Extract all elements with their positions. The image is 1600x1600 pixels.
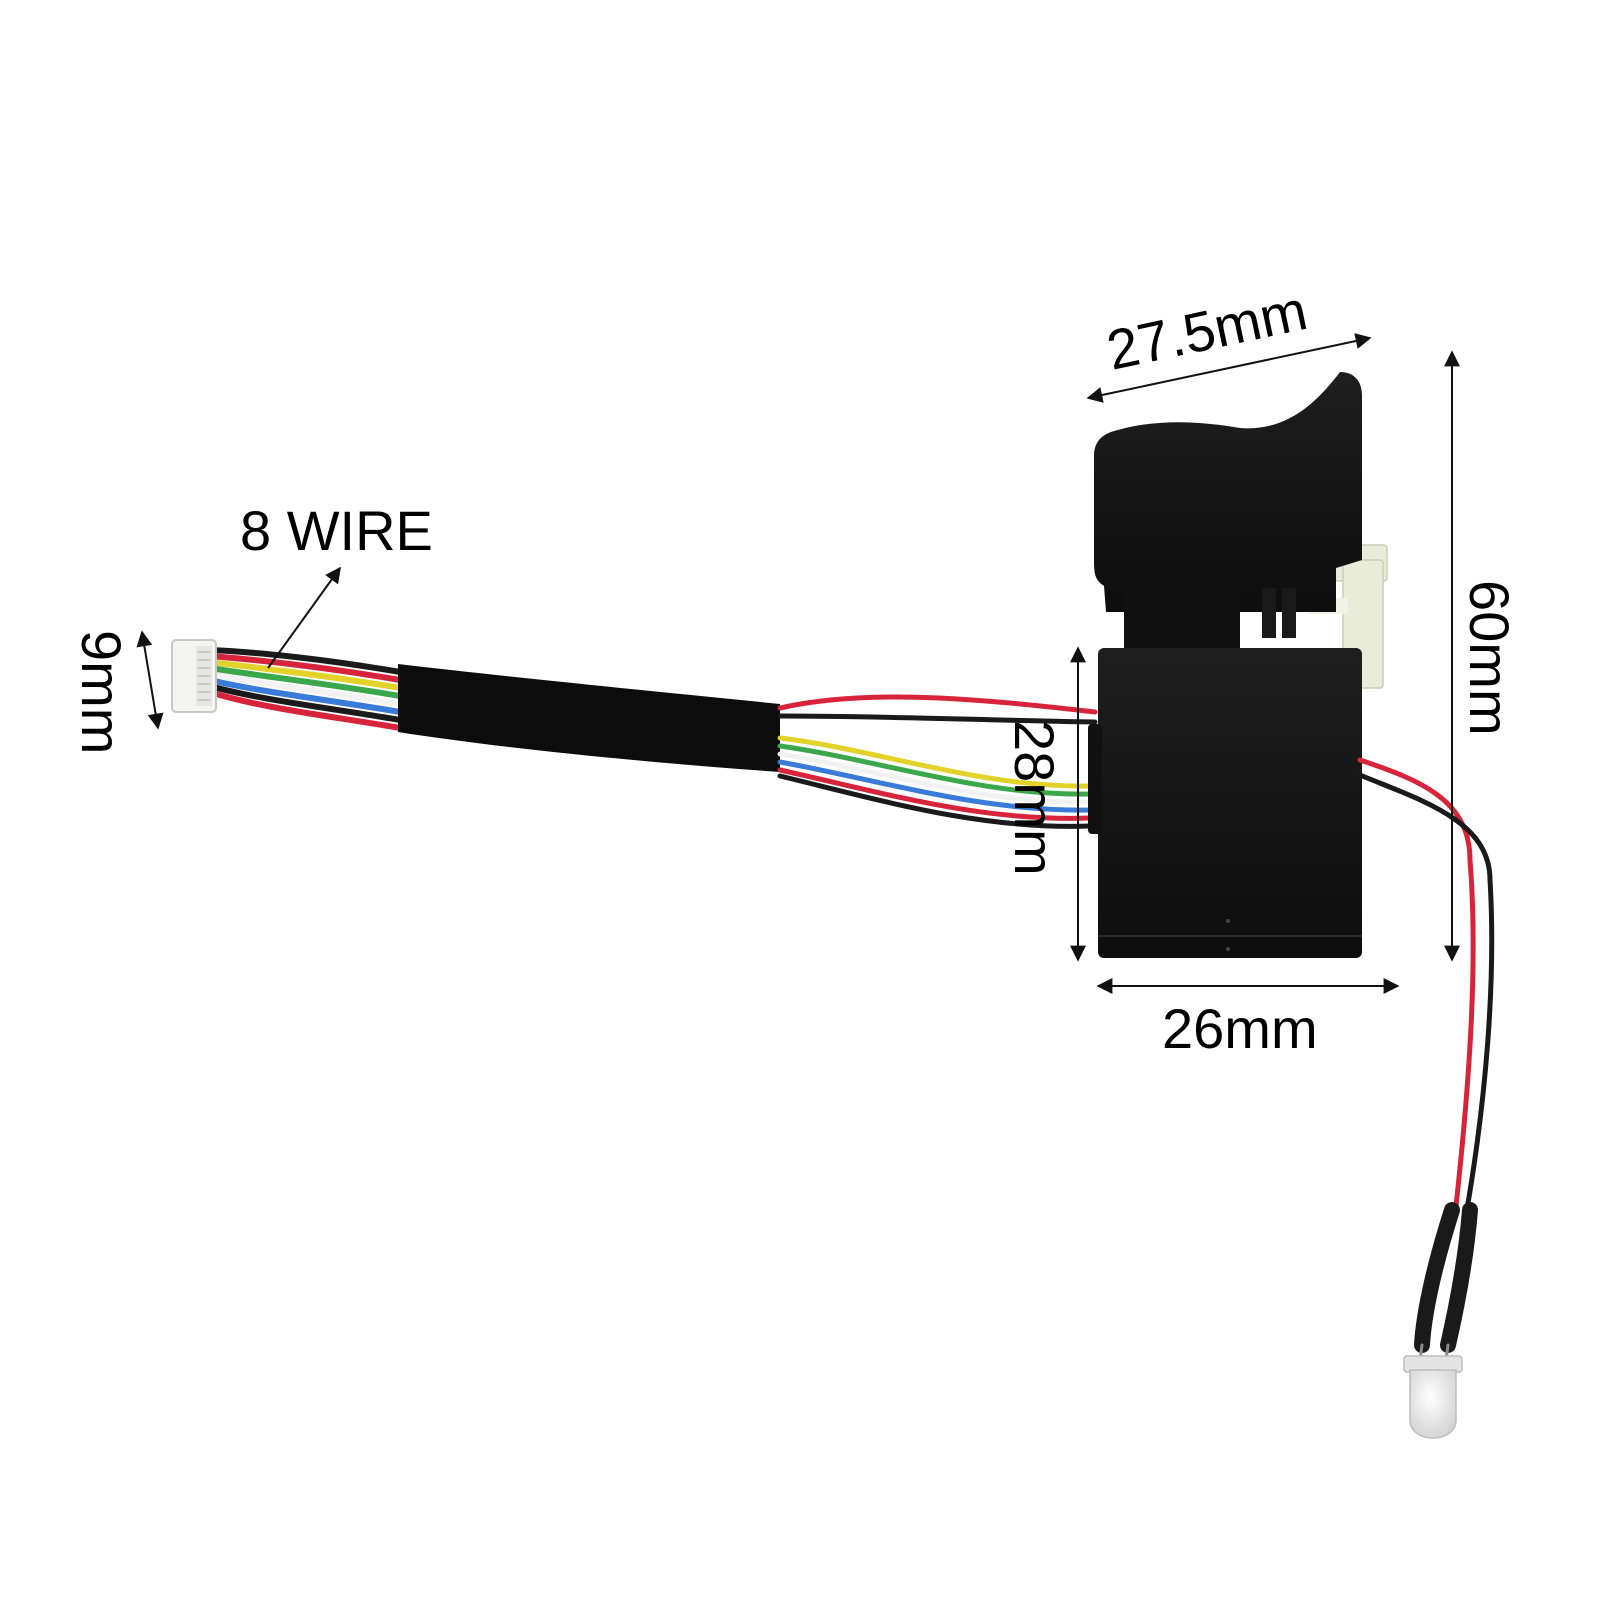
wire-connector (171, 639, 217, 713)
wire-harness (171, 639, 1098, 829)
tape-sleeve (398, 664, 780, 772)
connector-width-arrow (136, 630, 164, 730)
trigger-head (1094, 372, 1362, 612)
body-width-label: 26mm (1162, 997, 1318, 1060)
switch-body (1098, 648, 1362, 958)
wire-pointer-arrow (267, 566, 341, 669)
trigger-width-arrow (1086, 333, 1372, 403)
connector-width-label: 9mm (70, 630, 133, 754)
switch-height-label: 60mm (1458, 580, 1521, 736)
trigger-switch (1088, 372, 1388, 958)
wire-count-label: 8 WIRE (240, 499, 433, 562)
trigger-width-label: 27.5mm (1101, 278, 1312, 382)
led-bulb (1403, 1355, 1463, 1439)
body-height-label: 28mm (1003, 720, 1066, 876)
led-lead (1357, 757, 1495, 1362)
